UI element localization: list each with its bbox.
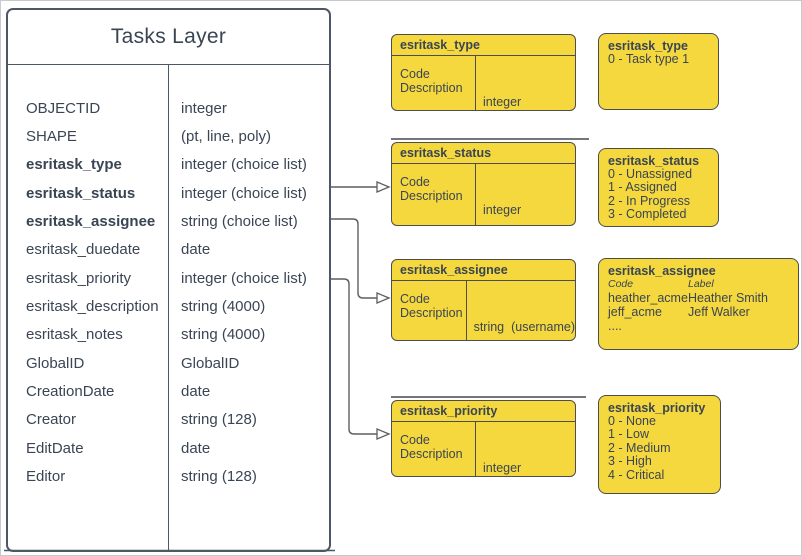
field-name: esritask_assignee: [26, 213, 156, 231]
tasks-layer-table: Tasks Layer OBJECTID integer SHAPE (pt, …: [6, 8, 331, 552]
field-row-objectid: OBJECTID integer: [8, 94, 329, 122]
field-name: esritask_description: [26, 298, 159, 316]
attr-field-types: string (username) string (255): [465, 281, 575, 340]
attr-field-types: integer string (255): [475, 164, 575, 225]
field-type: date: [181, 241, 211, 259]
legend-item: 4 - Critical: [608, 467, 665, 482]
field-name: esritask_priority: [26, 269, 132, 287]
field-row-editor: Editor string (128): [8, 462, 329, 490]
legend-assignee-row: heather_acme Heather Smith: [608, 291, 768, 305]
field-row-esritask-description: esritask_description string (4000): [8, 292, 329, 320]
legend-title: esritask_priority: [608, 401, 706, 415]
attr-table-esritask-priority: esritask_priority Code Description integ…: [391, 400, 576, 477]
connector-priority-line: [331, 278, 377, 435]
field-type: integer (choice list): [181, 156, 307, 174]
field-row-creationdate: CreationDate date: [8, 377, 329, 405]
field-row-globalid: GlobalID GlobalID: [8, 349, 329, 377]
field-row-esritask-priority: esritask_priority integer (choice list): [8, 264, 329, 292]
field-name: CreationDate: [26, 383, 115, 401]
field-row-esritask-status: esritask_status integer (choice list): [8, 179, 329, 207]
arrowhead-assignee: [376, 292, 391, 304]
legend-item: 2 - Medium: [608, 440, 671, 455]
tasks-layer-body: OBJECTID integer SHAPE (pt, line, poly) …: [8, 65, 329, 550]
attr-field-names: Code Description: [400, 433, 463, 461]
field-type: integer (choice list): [181, 269, 307, 287]
field-row-editdate: EditDate date: [8, 434, 329, 462]
field-type: date: [181, 383, 211, 401]
legend-esritask-priority: esritask_priority 0 - None 1 - Low 2 - M…: [598, 395, 721, 494]
arrowhead-status: [376, 181, 391, 193]
field-type: (pt, line, poly): [181, 128, 272, 146]
legend-title: esritask_type: [608, 39, 688, 53]
field-row-esritask-assignee: esritask_assignee string (choice list): [8, 207, 329, 235]
field-type: date: [181, 439, 211, 457]
field-name: esritask_duedate: [26, 241, 141, 259]
legend-item: 2 - In Progress: [608, 193, 690, 208]
legend-assignee-row: jeff_acme Jeff Walker: [608, 305, 750, 320]
attr-table-esritask-assignee: esritask_assignee Code Description strin…: [391, 259, 576, 341]
legend-item: 3 - High: [608, 454, 652, 469]
legend-esritask-status: esritask_status 0 - Unassigned 1 - Assig…: [598, 148, 719, 227]
field-type: GlobalID: [181, 354, 240, 372]
attr-field-types: integer string (255): [475, 56, 575, 110]
attr-field-names: Code Description: [400, 67, 463, 95]
attr-field-names: Code Description: [400, 292, 463, 320]
attr-table-title: esritask_status: [392, 143, 575, 164]
legend-item: 0 - Task type 1: [608, 52, 690, 66]
field-row-esritask-duedate: esritask_duedate date: [8, 236, 329, 264]
tasks-layer-title: Tasks Layer: [8, 10, 329, 65]
field-name: OBJECTID: [26, 99, 101, 117]
field-name: Editor: [26, 468, 66, 486]
legend-item: 3 - Completed: [608, 207, 687, 222]
field-name: Creator: [26, 411, 77, 429]
field-type: string (4000): [181, 298, 266, 316]
field-type: string (128): [181, 468, 257, 486]
attr-table-title: esritask_priority: [392, 401, 575, 422]
legend-title: esritask_assignee: [608, 264, 716, 278]
connector-assignee-line: [331, 218, 377, 299]
field-type: string (4000): [181, 326, 266, 344]
attr-field-types: integer string (255): [475, 422, 575, 476]
field-row-creator: Creator string (128): [8, 406, 329, 434]
arrowhead-priority: [376, 428, 391, 440]
legend-esritask-assignee: esritask_assignee Code Label heather_acm…: [598, 258, 799, 350]
legend-item: 1 - Assigned: [608, 180, 677, 195]
legend-column-headers: Code Label: [608, 278, 714, 290]
field-type: integer (choice list): [181, 184, 307, 202]
attr-table-title: esritask_assignee: [392, 260, 575, 281]
legend-esritask-type: esritask_type 0 - Task type 1: [598, 33, 719, 110]
field-name: EditDate: [26, 439, 84, 457]
field-name: esritask_type: [26, 156, 122, 174]
legend-item: 0 - Unassigned: [608, 167, 693, 181]
field-type: integer: [181, 99, 227, 117]
attr-field-names: Code Description: [400, 175, 463, 203]
field-type: string (128): [181, 411, 257, 429]
legend-ellipsis: ....: [608, 319, 622, 334]
field-row-esritask-notes: esritask_notes string (4000): [8, 321, 329, 349]
attr-table-title: esritask_type: [392, 35, 575, 56]
field-name: esritask_status: [26, 184, 136, 202]
field-type: string (choice list): [181, 213, 298, 231]
field-row-shape: SHAPE (pt, line, poly): [8, 122, 329, 150]
legend-item: 1 - Low: [608, 427, 649, 442]
column-divider: [168, 65, 169, 550]
field-name: SHAPE: [26, 128, 77, 146]
field-row-esritask-type: esritask_type integer (choice list): [8, 151, 329, 179]
attr-table-esritask-type: esritask_type Code Description integer s…: [391, 34, 576, 111]
field-name: GlobalID: [26, 354, 85, 372]
field-name: esritask_notes: [26, 326, 123, 344]
legend-title: esritask_status: [608, 154, 700, 168]
legend-item: 0 - None: [608, 414, 656, 428]
attr-table-esritask-status: esritask_status Code Description integer…: [391, 142, 576, 226]
